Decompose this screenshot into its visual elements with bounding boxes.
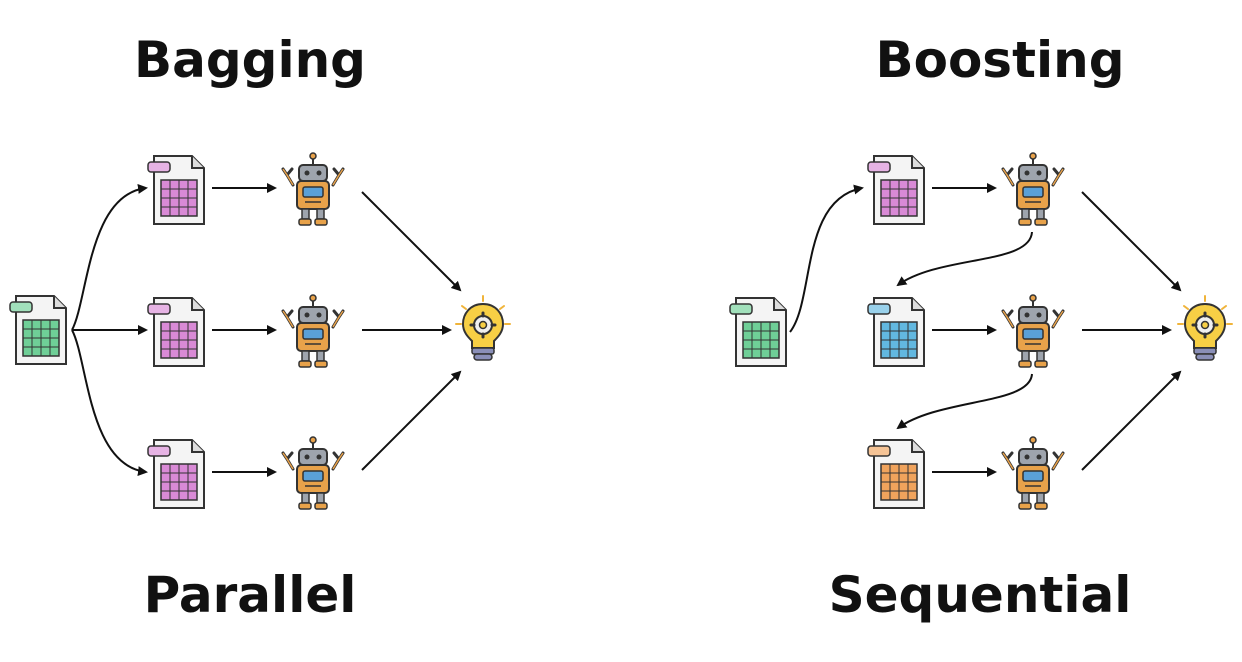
spreadsheet-icon — [147, 155, 205, 225]
boosting-source-arrow — [789, 184, 864, 333]
spreadsheet-icon — [729, 297, 787, 367]
spreadsheet-icon — [867, 155, 925, 225]
spreadsheet-icon — [147, 297, 205, 367]
robot-icon — [281, 293, 345, 369]
robot-icon — [281, 151, 345, 227]
bagging-diagram — [9, 151, 512, 511]
parallel-subtitle: Parallel — [143, 566, 357, 624]
boosting-diagram — [729, 151, 1234, 511]
boosting-title: Boosting — [875, 31, 1125, 89]
lightbulb-gear-icon — [1176, 294, 1234, 362]
sequential-subtitle: Sequential — [828, 566, 1132, 624]
robot-icon — [1001, 435, 1065, 511]
lightbulb-gear-icon — [454, 294, 512, 362]
boosting-feedback-arrow-1 — [896, 231, 1033, 287]
boosting-feedback-arrow-2 — [896, 373, 1033, 430]
spreadsheet-icon — [147, 439, 205, 509]
boosting-combine-arrow-1 — [1081, 191, 1182, 292]
robot-icon — [1001, 151, 1065, 227]
spreadsheet-icon — [867, 297, 925, 367]
bagging-split-arrow-3 — [71, 329, 148, 476]
spreadsheet-icon — [867, 439, 925, 509]
boosting-combine-arrow-3 — [1081, 370, 1182, 471]
bagging-split-arrow-1 — [71, 184, 148, 331]
bagging-combine-arrow-3 — [361, 370, 462, 471]
bagging-combine-arrow-1 — [361, 191, 462, 292]
spreadsheet-icon — [9, 295, 67, 365]
robot-icon — [1001, 293, 1065, 369]
bagging-title: Bagging — [134, 31, 366, 89]
robot-icon — [281, 435, 345, 511]
